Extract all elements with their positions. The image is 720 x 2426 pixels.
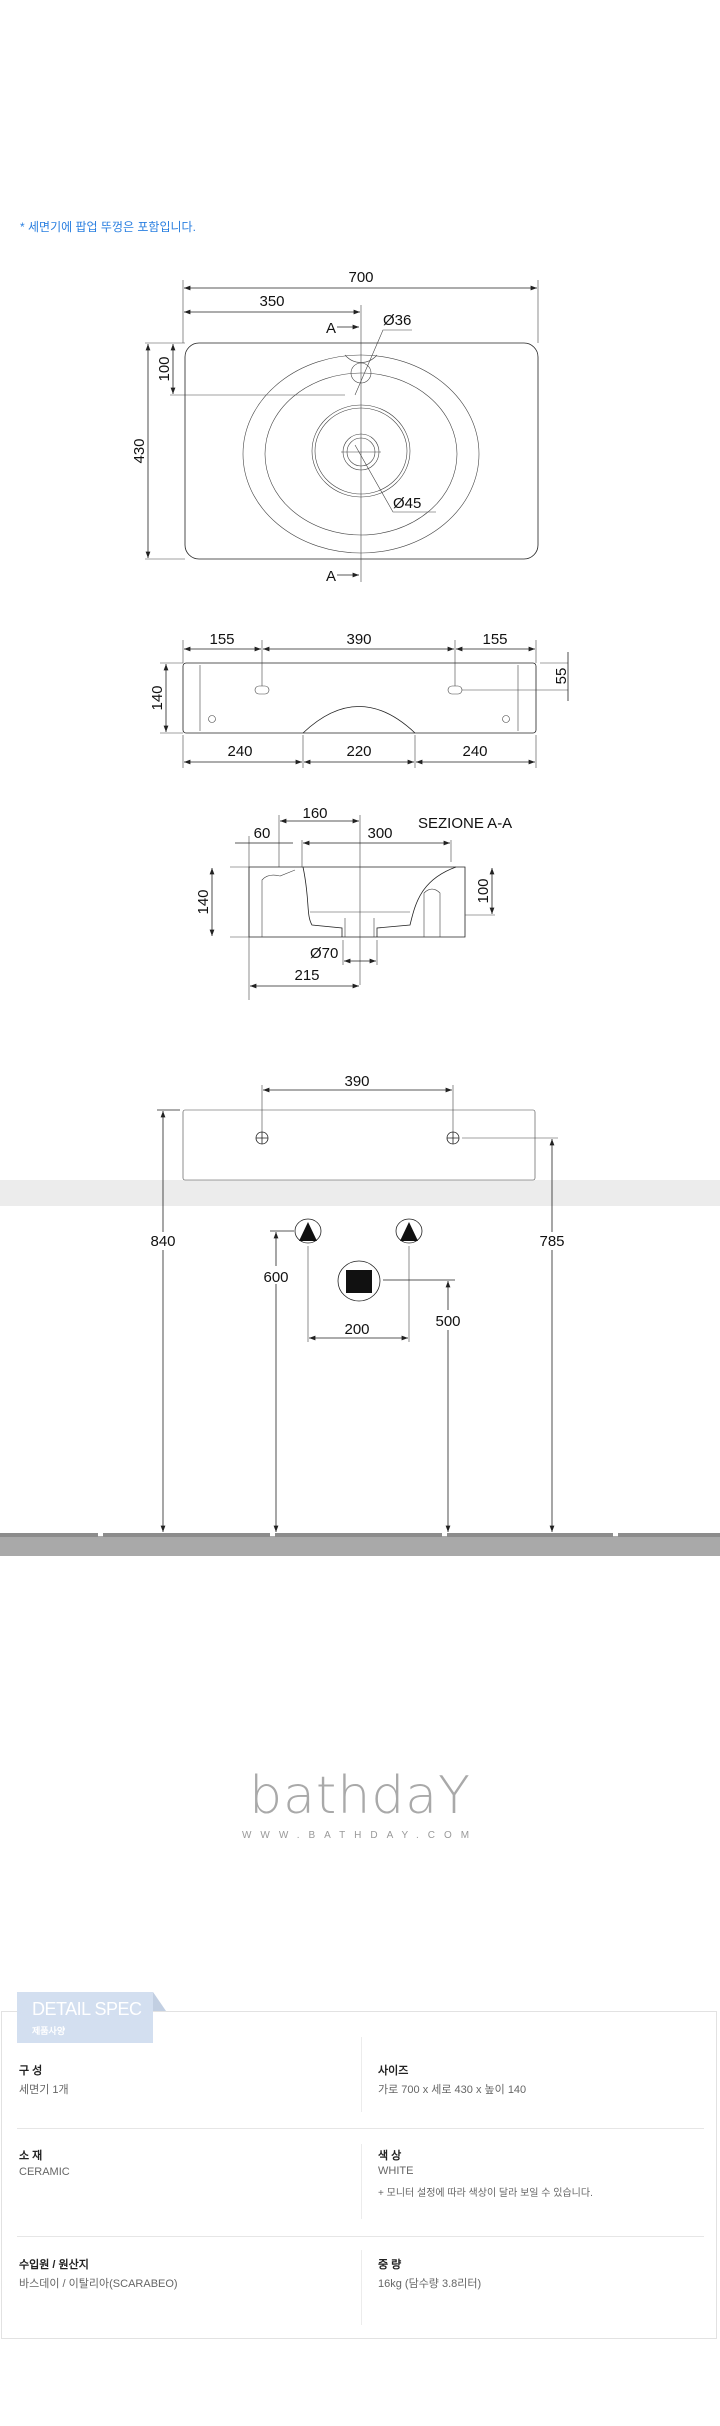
dim-top-right: 155 — [482, 631, 507, 648]
spec-value-composition: 세면기 1개 — [19, 2084, 69, 2096]
dim-top-left: 155 — [209, 631, 234, 648]
floor — [0, 1533, 720, 1556]
spec-subtitle: 제품사양 — [32, 2026, 66, 2036]
installation-view: 390 840 785 600 200 500 — [0, 1073, 720, 1556]
dim-tap-hole: Ø36 — [383, 312, 411, 329]
column-divider — [361, 2144, 362, 2219]
plan-view: 700 350 A A Ø36 Ø45 430 100 — [131, 269, 539, 585]
dim-front-height: 140 — [149, 685, 166, 710]
spec-value-weight: 16kg (담수량 3.8리터) — [378, 2278, 482, 2290]
tap-hole-left-icon — [255, 1131, 269, 1145]
dim-bowl-depth: 100 — [475, 878, 492, 903]
dim-hole-spacing: 390 — [344, 1073, 369, 1090]
tap-hole-right-icon — [446, 1131, 460, 1145]
row-divider — [17, 2236, 704, 2237]
technical-drawings: 700 350 A A Ø36 Ø45 430 100 155 390 155 — [0, 269, 720, 1556]
dim-hole-height: 55 — [553, 668, 570, 685]
dim-top-center: 390 — [346, 631, 371, 648]
section-title: SEZIONE A-A — [418, 815, 512, 832]
spec-value-color: WHITE — [378, 2165, 414, 2177]
spec-label-size: 사이즈 — [378, 2065, 409, 2077]
dim-hole-height: 785 — [539, 1233, 564, 1250]
dim-bottom-left: 240 — [227, 743, 252, 760]
dim-bottom-right: 240 — [462, 743, 487, 760]
spec-label-origin: 수입원 / 원산지 — [19, 2259, 89, 2271]
dim-supply-height: 600 — [263, 1269, 288, 1286]
front-outline — [182, 662, 537, 734]
dim-supply-spacing: 200 — [344, 1321, 369, 1338]
dim-depth: 430 — [131, 438, 148, 463]
section-mark-bottom: A — [326, 568, 336, 585]
water-supply-left-icon — [294, 1218, 322, 1244]
detail-spec-panel — [1, 2011, 717, 2339]
spec-color-note: + 모니터 설정에 따라 색상이 달라 보일 수 있습니다. — [378, 2188, 593, 2199]
section-view: SEZIONE A-A 140 100 160 60 300 Ø70 215 — [195, 805, 512, 1000]
dim-outlet: Ø70 — [310, 945, 338, 962]
dim-300: 300 — [367, 825, 392, 842]
front-view: 155 390 155 240 220 240 140 55 — [149, 631, 570, 768]
section-mark-top: A — [326, 320, 336, 337]
dim-215: 215 — [294, 967, 319, 984]
detail-spec-tab: DETAIL SPEC 제품사양 — [17, 1992, 153, 2043]
logo-url: WWW.BATHDAY.COM — [241, 1830, 479, 1841]
spec-label-composition: 구 성 — [19, 2065, 43, 2077]
installed-basin — [182, 1109, 536, 1181]
spec-title: DETAIL SPEC — [32, 1999, 142, 2019]
brand-logo: bathdaY WWW.BATHDAY.COM — [0, 1768, 720, 1841]
spec-label-color: 색 상 — [378, 2150, 402, 2162]
dim-drain: Ø45 — [393, 495, 421, 512]
dim-drain-height: 500 — [435, 1313, 460, 1330]
column-divider — [361, 2037, 362, 2112]
water-supply-right-icon — [395, 1218, 423, 1244]
dim-half-width: 350 — [259, 293, 284, 310]
dim-bottom-center: 220 — [346, 743, 371, 760]
row-divider — [17, 2128, 704, 2129]
column-divider — [361, 2250, 362, 2325]
logo-wordmark: bathdaY — [249, 1766, 471, 1826]
tab-fold — [153, 1992, 166, 2011]
notice-text: * 세면기에 팝업 뚜껑은 포함입니다. — [20, 220, 196, 234]
basin-outline — [184, 342, 539, 560]
spec-value-material: CERAMIC — [19, 2166, 70, 2178]
dim-tap-offset: 100 — [156, 356, 173, 381]
dim-60: 60 — [254, 825, 271, 842]
dim-top-height: 840 — [150, 1233, 175, 1250]
spec-label-material: 소 재 — [19, 2150, 43, 2162]
section-outline — [248, 866, 466, 938]
dim-section-height: 140 — [195, 889, 212, 914]
spec-value-origin: 바스데이 / 이탈리아(SCARABEO) — [19, 2278, 178, 2290]
dim-width: 700 — [348, 269, 373, 286]
dim-160: 160 — [302, 805, 327, 822]
overflow-arc — [302, 706, 416, 734]
spec-label-weight: 중 량 — [378, 2259, 402, 2271]
spec-value-size: 가로 700 x 세로 430 x 높이 140 — [378, 2084, 527, 2096]
drain-outlet-icon — [337, 1260, 381, 1302]
wall-band — [0, 1180, 720, 1206]
